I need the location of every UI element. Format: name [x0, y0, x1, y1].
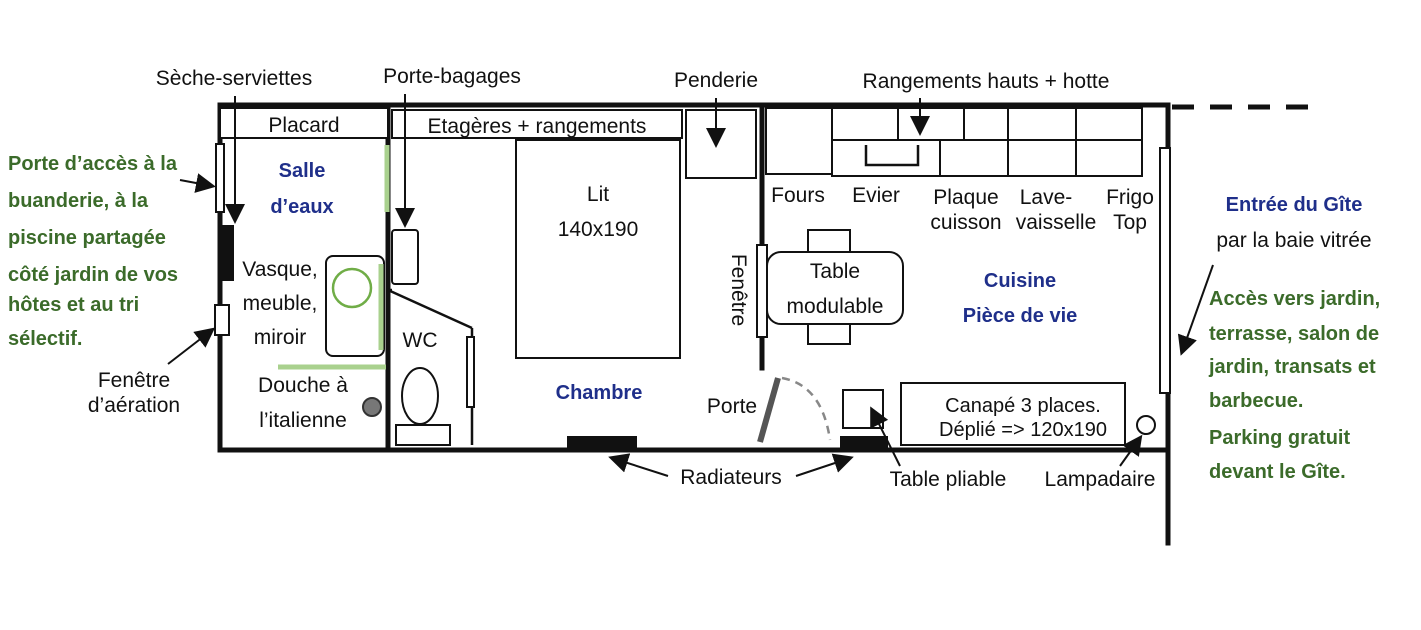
- lave-label-2: vaisselle: [1016, 211, 1097, 234]
- frigo-label-2: Top: [1113, 211, 1147, 234]
- chambre-label: Chambre: [556, 382, 643, 404]
- svg-text:jardin, transats et: jardin, transats et: [1208, 356, 1376, 378]
- seche-serviettes-label: Sèche-serviettes: [156, 67, 312, 90]
- wc-door: [466, 336, 475, 408]
- door-label: Porte: [707, 395, 757, 418]
- vasque-label-1: Vasque,: [242, 258, 318, 281]
- radiateurs-label: Radiateurs: [680, 466, 782, 489]
- luggage-rack: [391, 229, 419, 285]
- folding-table: [842, 389, 884, 429]
- douche-label-1: Douche à: [258, 374, 348, 397]
- lave-label-1: Lave-: [1020, 186, 1073, 209]
- svg-text:côté jardin de vos: côté jardin de vos: [8, 264, 178, 286]
- table-pliable-label: Table pliable: [890, 468, 1007, 491]
- vasque-label-3: miroir: [254, 326, 307, 349]
- svg-text:hôtes et au tri: hôtes et au tri: [8, 294, 139, 316]
- svg-text:buanderie, à la: buanderie, à la: [8, 190, 149, 212]
- radiator-living: [840, 436, 888, 448]
- floor-lamp: [1136, 415, 1156, 435]
- sofa-label-2: Déplié => 120x190: [939, 419, 1107, 441]
- table-label-2: modulable: [787, 295, 884, 318]
- wc-bowl: [401, 367, 439, 425]
- bay-window: [1159, 147, 1171, 394]
- douche-label-2: l’italienne: [259, 409, 347, 432]
- salle-eaux-label-2: d’eaux: [270, 196, 333, 218]
- door-laundry: [215, 143, 225, 213]
- bed: [515, 139, 681, 359]
- salle-eaux-label-1: Salle: [279, 160, 326, 182]
- shower-drain: [362, 397, 382, 417]
- porte-bagages-label: Porte-bagages: [383, 65, 521, 88]
- wc-tank: [395, 424, 451, 446]
- svg-text:sélectif.: sélectif.: [8, 328, 82, 350]
- window-vertical-label: Fenêtre: [727, 254, 750, 326]
- evier-label: Evier: [852, 184, 900, 207]
- modular-table: [766, 251, 904, 325]
- wc-label: WC: [403, 329, 438, 352]
- frigo-label-1: Frigo: [1106, 186, 1154, 209]
- shelves-label: Etagères + rangements: [428, 115, 647, 138]
- sofa: [900, 382, 1126, 446]
- fours-label: Fours: [771, 184, 825, 207]
- aeration-label-1: Fenêtre: [98, 369, 170, 392]
- radiator-bedroom: [567, 436, 637, 448]
- upper-cabinets: [765, 107, 1143, 177]
- rangements-hauts-label: Rangements hauts + hotte: [863, 70, 1110, 93]
- svg-text:devant le Gîte.: devant le Gîte.: [1209, 461, 1346, 483]
- table-chair-bottom: [807, 321, 851, 345]
- wardrobe: [685, 109, 757, 179]
- entree-label-1: Entrée du Gîte: [1226, 194, 1363, 216]
- shelves-box: [391, 109, 683, 139]
- svg-text:barbecue.: barbecue.: [1209, 390, 1303, 412]
- entree-label-2: par la baie vitrée: [1216, 229, 1371, 252]
- door-swing: [781, 376, 832, 441]
- vasque-basin: [331, 267, 373, 309]
- garden-access-note: Accès vers jardin, terrasse, salon de ja…: [1208, 288, 1380, 483]
- plaque-label-1: Plaque: [933, 186, 998, 209]
- sofa-label-1: Canapé 3 places.: [945, 395, 1101, 417]
- aeration-window: [214, 304, 230, 336]
- placard-label: Placard: [268, 114, 339, 137]
- sink: [864, 145, 920, 167]
- penderie-label: Penderie: [674, 69, 758, 92]
- svg-text:terrasse, salon de: terrasse, salon de: [1209, 323, 1379, 345]
- door-leaf: [757, 377, 781, 443]
- svg-text:Accès vers jardin,: Accès vers jardin,: [1209, 288, 1380, 310]
- vasque-label-2: meuble,: [243, 292, 318, 315]
- laundry-note: Porte d’accès à la buanderie, à la pisci…: [8, 153, 178, 350]
- bed-label-2: 140x190: [558, 218, 639, 241]
- cuisine-label-2: Pièce de vie: [963, 305, 1078, 327]
- aeration-label-2: d’aération: [88, 394, 180, 417]
- svg-text:piscine partagée: piscine partagée: [8, 227, 166, 249]
- plaque-label-2: cuisson: [930, 211, 1001, 234]
- svg-text:Porte d’accès à la: Porte d’accès à la: [8, 153, 178, 175]
- interior-window: [756, 244, 768, 338]
- lampadaire-label: Lampadaire: [1045, 468, 1156, 491]
- table-chair-top: [807, 229, 851, 253]
- table-label-1: Table: [810, 260, 860, 283]
- placard-box: [219, 107, 389, 139]
- towel-dryer: [222, 225, 234, 281]
- cuisine-label-1: Cuisine: [984, 270, 1056, 292]
- bed-label-1: Lit: [587, 183, 609, 206]
- svg-text:Parking gratuit: Parking gratuit: [1209, 427, 1350, 449]
